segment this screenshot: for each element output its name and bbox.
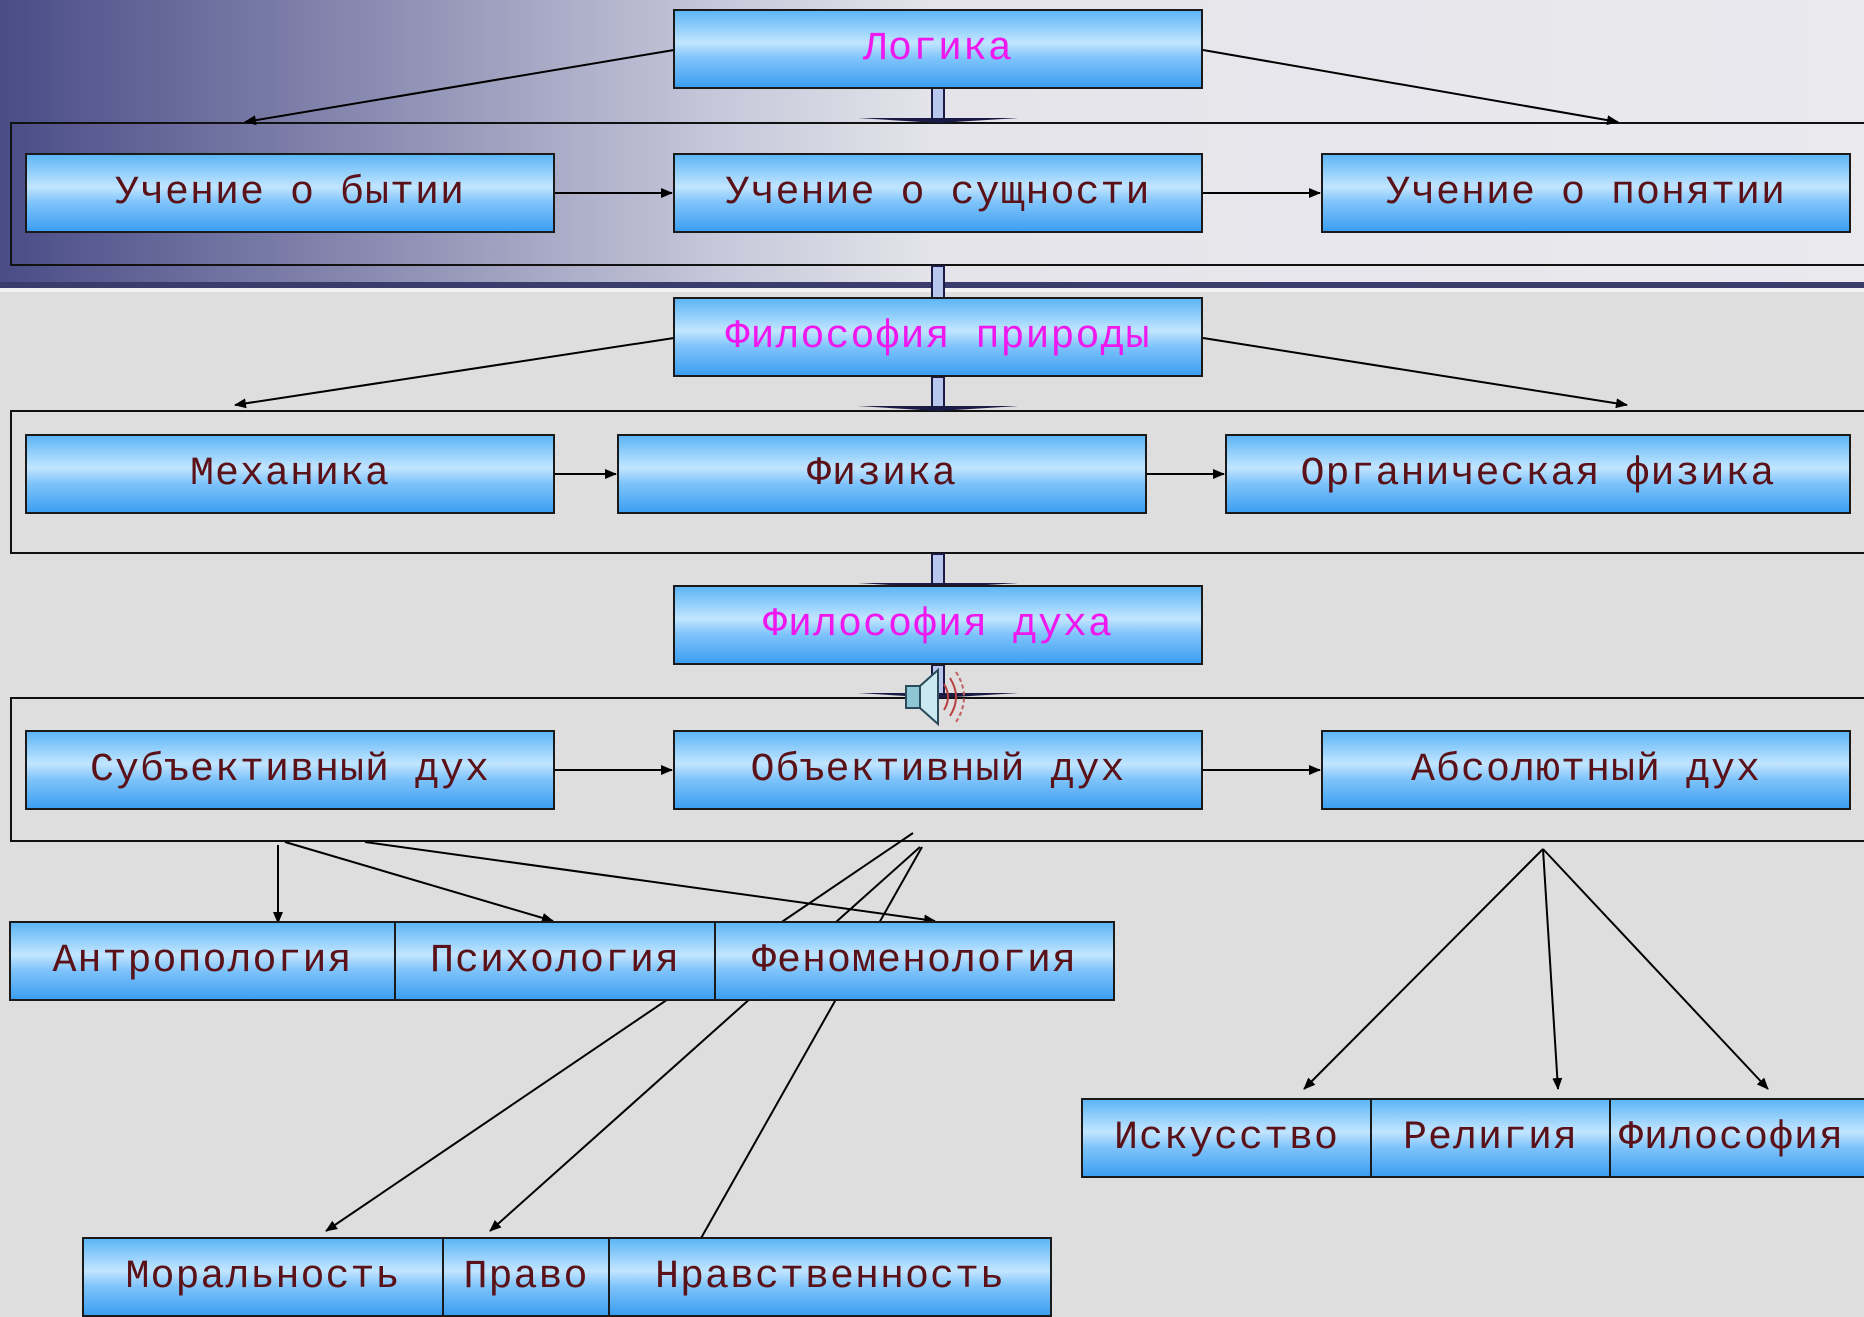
organic-physics-node: Органическая физика [1225, 434, 1851, 514]
psychology-node: Психология [394, 921, 716, 1001]
philosophy-node: Философия [1609, 1098, 1864, 1178]
doctrine-of-being-node: Учение о бытии [25, 153, 555, 233]
logic-title-node: Логика [673, 9, 1203, 89]
philosophy-of-nature-node: Философия природы [673, 297, 1203, 377]
doctrine-of-concept-node: Учение о понятии [1321, 153, 1851, 233]
art-node: Искусство [1081, 1098, 1372, 1178]
religion-node: Религия [1370, 1098, 1611, 1178]
speaker-sound-icon[interactable] [898, 662, 976, 732]
objective-spirit-node: Объективный дух [673, 730, 1203, 810]
subjective-spirit-node: Субъективный дух [25, 730, 555, 810]
anthropology-node: Антропология [9, 921, 396, 1001]
morality-node: Моральность [82, 1237, 444, 1317]
physics-node: Физика [617, 434, 1147, 514]
doctrine-of-essence-node: Учение о сущности [673, 153, 1203, 233]
absolute-spirit-node: Абсолютный дух [1321, 730, 1851, 810]
phenomenology-node: Феноменология [714, 921, 1115, 1001]
mechanics-node: Механика [25, 434, 555, 514]
philosophy-of-spirit-node: Философия духа [673, 585, 1203, 665]
ethical-life-node: Нравственность [608, 1237, 1052, 1317]
law-node: Право [442, 1237, 610, 1317]
